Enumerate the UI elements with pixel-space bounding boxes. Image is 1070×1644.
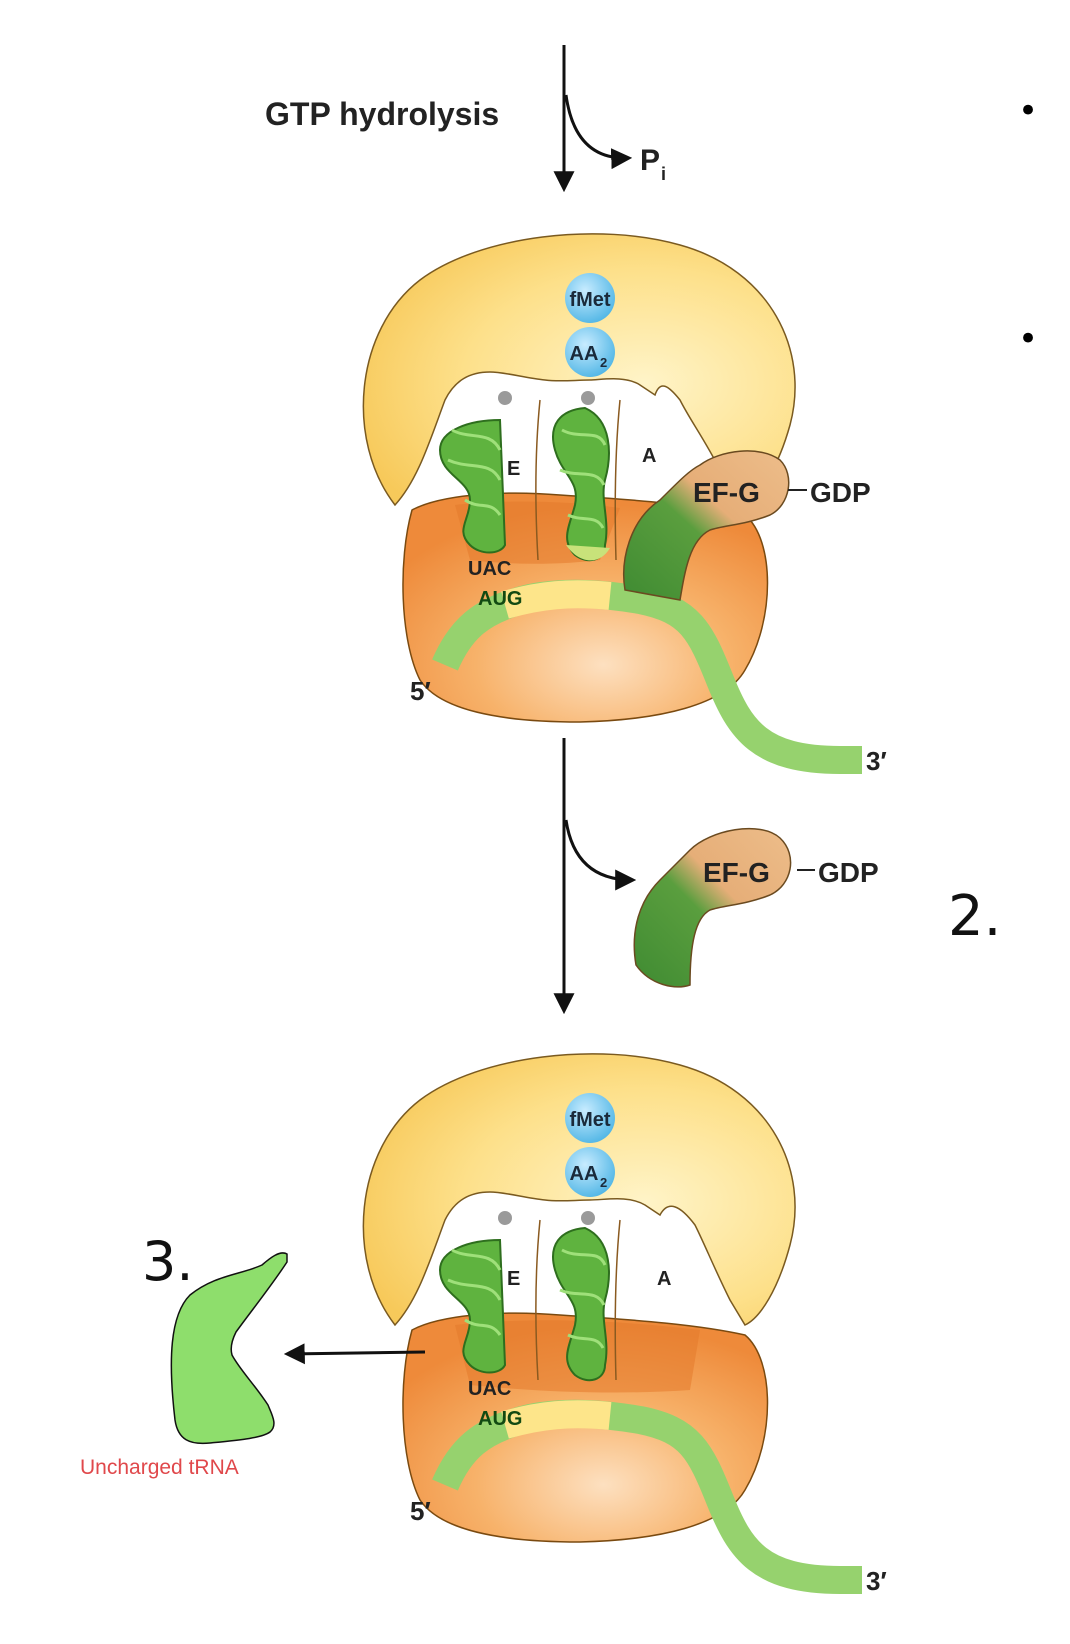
pi-subscript: i <box>661 164 666 184</box>
aa2-subscript-top: 2 <box>600 355 607 370</box>
released-gdp-label: GDP <box>818 857 879 888</box>
anticodon-label-top: UAC <box>468 558 511 580</box>
site-a-label-bottom: A <box>657 1268 671 1290</box>
step-3-label: 3. <box>142 1230 194 1293</box>
released-ef-g-label: EF-G <box>703 857 770 888</box>
aa2-label-bottom: AA <box>570 1163 599 1185</box>
fmet-bead-bottom <box>565 1093 615 1143</box>
gdp-label-top: GDP <box>810 477 871 508</box>
uncharged-trna-label: Uncharged tRNA <box>80 1456 239 1479</box>
mrna-top <box>432 579 862 774</box>
ribosome-top <box>362 233 862 774</box>
aa2-bead-top <box>565 327 615 377</box>
codon-label-bottom: AUG <box>478 1408 522 1430</box>
five-prime-label-bottom: 5′ <box>410 1496 431 1526</box>
step-2-label: 2. <box>948 884 1001 949</box>
bullet-2: • <box>1018 319 1038 359</box>
ef-g-top <box>623 450 790 601</box>
trna-e-top <box>438 418 507 554</box>
efg-release-arrow <box>553 738 637 1015</box>
aa2-label-top: AA <box>570 343 599 365</box>
trna-exit-arrow <box>283 1343 426 1365</box>
gtp-hydrolysis-arrow <box>553 45 633 193</box>
anticodon-label-bottom: UAC <box>468 1378 511 1400</box>
three-prime-label-top: 3′ <box>866 746 887 776</box>
codon-label-top: AUG <box>478 588 522 610</box>
fmet-label-bottom: fMet <box>569 1109 610 1131</box>
site-e-label-top: E <box>507 458 520 480</box>
three-prime-label-bottom: 3′ <box>866 1566 887 1596</box>
ribosome-bottom <box>362 1053 862 1594</box>
mrna-bottom <box>432 1399 862 1594</box>
five-prime-label-top: 5′ <box>410 676 431 706</box>
uncharged-trna-shape <box>170 1252 288 1445</box>
pi-label: P <box>640 144 660 177</box>
gtp-hydrolysis-label: GTP hydrolysis <box>265 96 499 132</box>
trna-e-bottom <box>438 1238 507 1374</box>
aa2-subscript-bottom: 2 <box>600 1175 607 1190</box>
ef-g-label-top: EF-G <box>693 477 760 508</box>
bullet-1: • <box>1018 91 1038 131</box>
trna-p-bottom <box>552 1226 610 1382</box>
site-a-label-top: A <box>642 445 656 467</box>
aa2-bead-bottom <box>565 1147 615 1197</box>
trna-p-top <box>552 406 610 562</box>
site-e-label-bottom: E <box>507 1268 520 1290</box>
released-ef-g <box>633 827 792 988</box>
fmet-label-top: fMet <box>569 289 610 311</box>
fmet-bead-top <box>565 273 615 323</box>
